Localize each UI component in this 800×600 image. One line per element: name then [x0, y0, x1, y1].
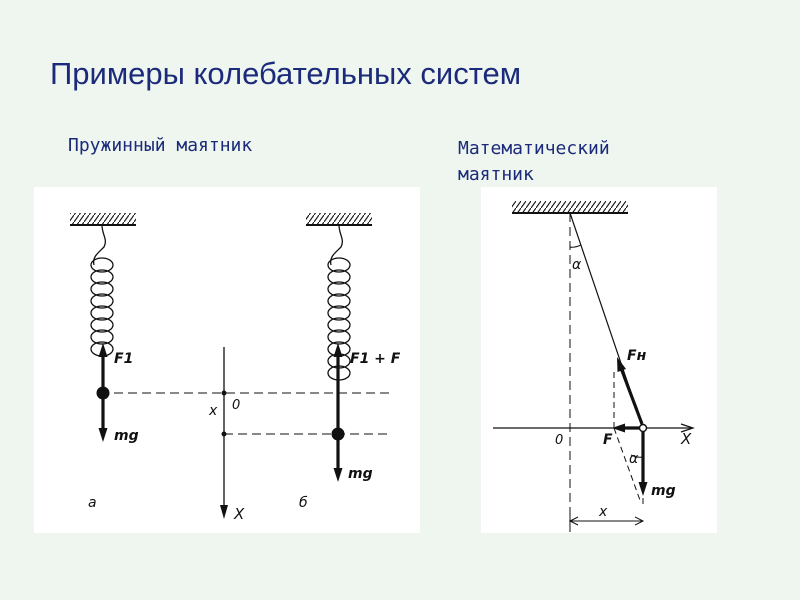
restoring-force-arrowhead: [612, 423, 625, 433]
caption-math-line2: маятник: [458, 164, 534, 185]
slide-title: Примеры колебательных систем: [50, 56, 522, 91]
label-tension: Fн: [627, 348, 647, 364]
mass-a: [96, 386, 110, 400]
ceiling-a: [70, 213, 136, 226]
label-sub-b: б: [299, 495, 308, 511]
label-axis-end: X: [233, 505, 245, 523]
caption-math-line1: Математический: [458, 138, 610, 159]
force-f1f-b-head: [333, 343, 343, 357]
math-pendulum-panel: α α Fн F mg 0 X x: [481, 187, 717, 533]
label-axis-origin: 0: [232, 398, 240, 413]
x-axis-arrowhead: [220, 505, 228, 519]
label-axis-end: X: [680, 430, 692, 448]
label-restoring-force: F: [603, 432, 613, 448]
weight-component-dashed: [613, 427, 642, 504]
mass-b: [331, 427, 345, 441]
axis-origin-point: [221, 390, 227, 396]
label-mg-a: mg: [114, 428, 139, 444]
label-sub-a: а: [88, 495, 97, 511]
weight-arrowhead: [638, 482, 648, 496]
ceiling-b: [306, 213, 372, 226]
spring-pendulum-panel: F1 F1 + F mg mg x 0 X а б: [34, 187, 420, 533]
force-f1-a-head: [98, 343, 108, 357]
spring-pendulum-diagram: F1 F1 + F mg mg x 0 X а б: [70, 213, 401, 523]
pendulum-bob: [638, 423, 648, 433]
label-alpha-bottom: α: [629, 451, 639, 467]
spring-b: [327, 224, 351, 381]
label-alpha-top: α: [572, 257, 582, 273]
label-displacement: x: [598, 504, 608, 520]
displacement-right-arrow: [634, 516, 645, 526]
caption-spring-pendulum: Пружинный маятник: [68, 135, 253, 156]
label-origin: 0: [555, 433, 563, 448]
angle-arc-bottom: [630, 454, 644, 458]
displacement-left-arrow: [568, 516, 579, 526]
label-f1-a: F1: [114, 351, 133, 367]
horizontal-axis-arrowhead: [680, 423, 695, 433]
weight-b-head: [333, 468, 343, 482]
spring-a: [90, 224, 114, 357]
caption-math-pendulum: Математический маятник: [458, 136, 610, 188]
math-pendulum-diagram: α α Fн F mg 0 X x: [493, 201, 695, 532]
angle-arc-top: [569, 244, 582, 248]
label-weight: mg: [651, 483, 676, 499]
ceiling-math: [512, 201, 628, 214]
label-f1f-b: F1 + F: [350, 351, 401, 367]
label-axis-x: x: [208, 403, 218, 419]
axis-displaced-point: [221, 431, 227, 437]
tension-arrowhead: [617, 357, 626, 372]
label-mg-b: mg: [348, 466, 373, 482]
weight-a-head: [98, 428, 108, 442]
tension-arrow: [619, 367, 644, 425]
